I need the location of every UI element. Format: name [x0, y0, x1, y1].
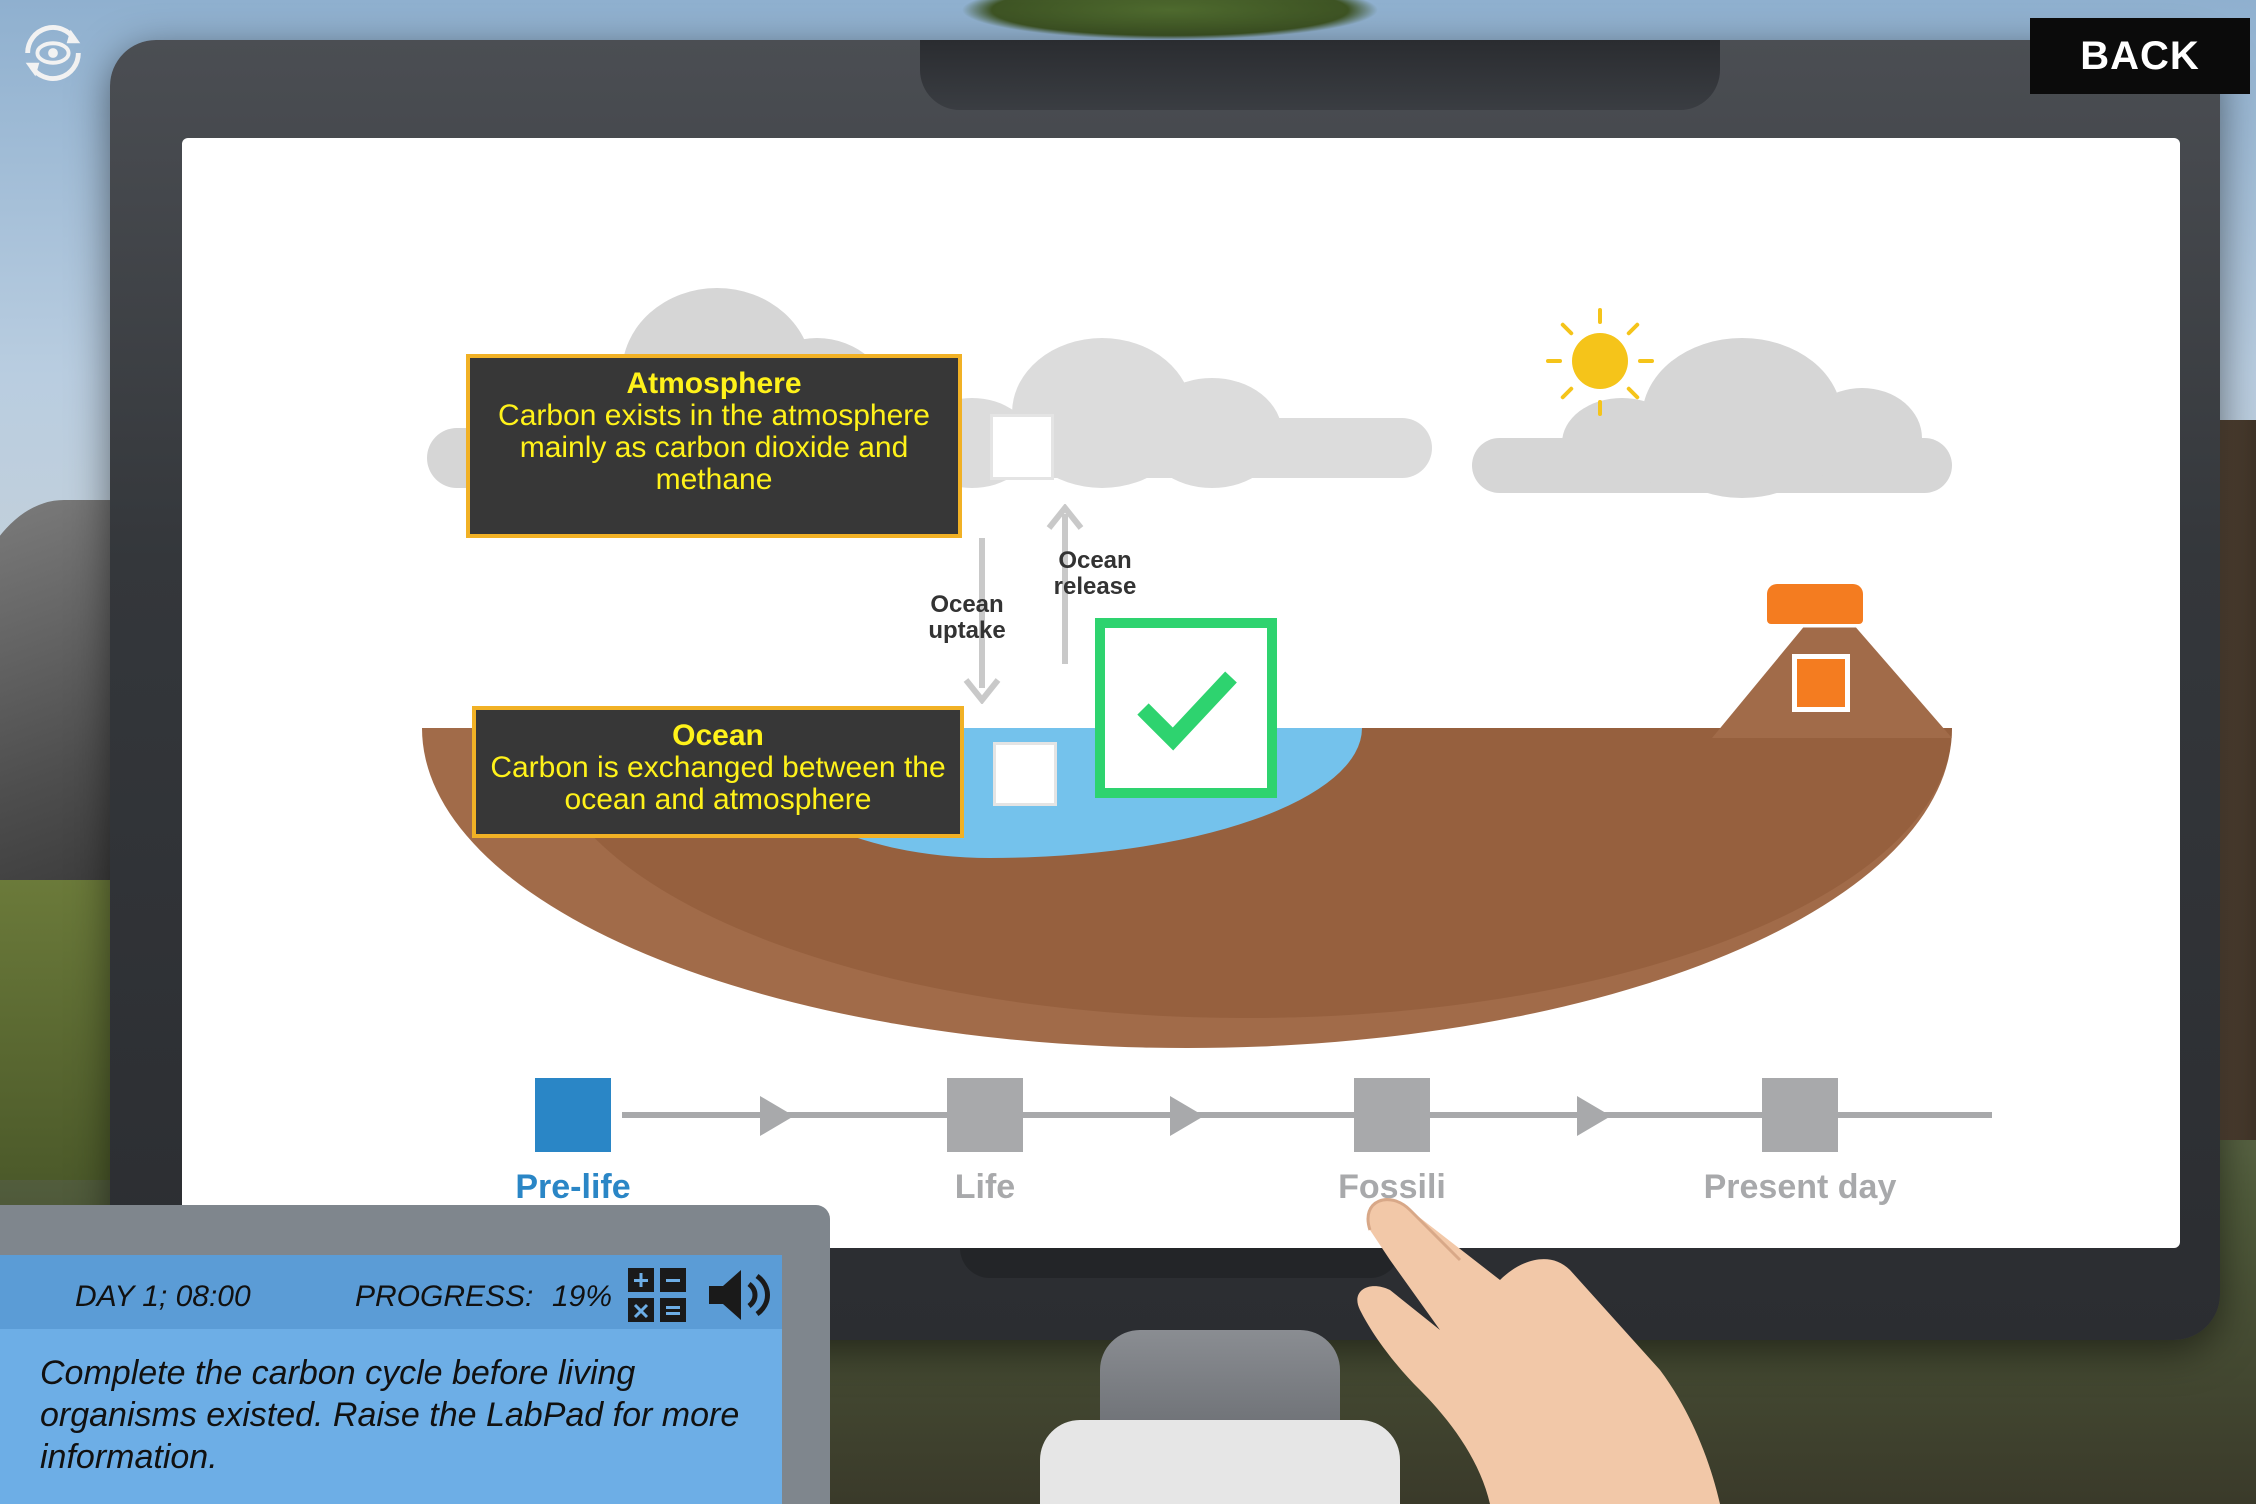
timeline-label-present-day[interactable]: Present day	[1703, 1168, 1897, 1206]
monitor-top-bezel	[920, 40, 1720, 110]
ocean-slot[interactable]	[993, 742, 1057, 806]
labpad-day-time: DAY 1; 08:00	[75, 1280, 251, 1313]
hand-pointer	[1357, 1198, 1720, 1504]
monitor-bottom-bezel	[960, 1248, 1400, 1278]
down-arrow-icon	[963, 678, 1001, 704]
lab-coat	[1040, 1420, 1400, 1504]
timeline-track	[622, 1112, 1992, 1118]
timeline-arrow-icon	[760, 1096, 794, 1136]
timeline-label-pre-life[interactable]: Pre-life	[515, 1168, 631, 1206]
ocean-release-arrow	[1062, 514, 1068, 664]
labpad-progress-label: PROGRESS:	[355, 1280, 534, 1313]
atmosphere-slot[interactable]	[990, 414, 1054, 480]
calculator-icon[interactable]	[626, 1266, 688, 1324]
timeline-node-fossil[interactable]	[1354, 1078, 1430, 1152]
atmosphere-info-box: Atmosphere Carbon exists in the atmosphe…	[466, 354, 962, 538]
back-button[interactable]: BACK	[2030, 18, 2250, 94]
ocean-info-box: Ocean Carbon is exchanged between the oc…	[472, 706, 964, 838]
timeline-node-life[interactable]	[947, 1078, 1023, 1152]
background-fence	[2216, 420, 2256, 1140]
labpad-progress-value: 19%	[552, 1280, 613, 1313]
ocean-uptake-label: Ocean uptake	[928, 591, 1006, 644]
timeline-label-life[interactable]: Life	[954, 1168, 1016, 1206]
timeline-node-pre-life[interactable]	[535, 1078, 611, 1152]
up-arrow-icon	[1046, 504, 1084, 530]
ocean-title: Ocean	[672, 719, 764, 752]
ocean-release-label: Ocean release	[1053, 547, 1137, 600]
timeline-node-present-day[interactable]	[1762, 1078, 1838, 1152]
checkmark-icon	[1137, 671, 1237, 751]
tree-canopy	[960, 0, 1380, 40]
labpad-task-text: Complete the carbon cycle before living …	[40, 1354, 740, 1476]
timeline-arrow-icon	[1577, 1096, 1611, 1136]
ocean-release-check[interactable]	[1095, 618, 1277, 798]
volcano-lava	[1767, 584, 1863, 624]
ocean-uptake-arrow	[979, 538, 985, 688]
atmosphere-text: Carbon exists in the atmosphere mainly a…	[498, 399, 930, 496]
eye-rotate-icon[interactable]	[14, 14, 92, 92]
volcano-slot[interactable]	[1792, 654, 1850, 712]
monitor-screen: Atmosphere Carbon exists in the atmosphe…	[182, 138, 2180, 1248]
timeline-arrow-icon	[1170, 1096, 1204, 1136]
ocean-text: Carbon is exchanged between the ocean an…	[490, 751, 946, 816]
speaker-icon[interactable]	[705, 1266, 775, 1324]
atmosphere-title: Atmosphere	[626, 367, 802, 400]
